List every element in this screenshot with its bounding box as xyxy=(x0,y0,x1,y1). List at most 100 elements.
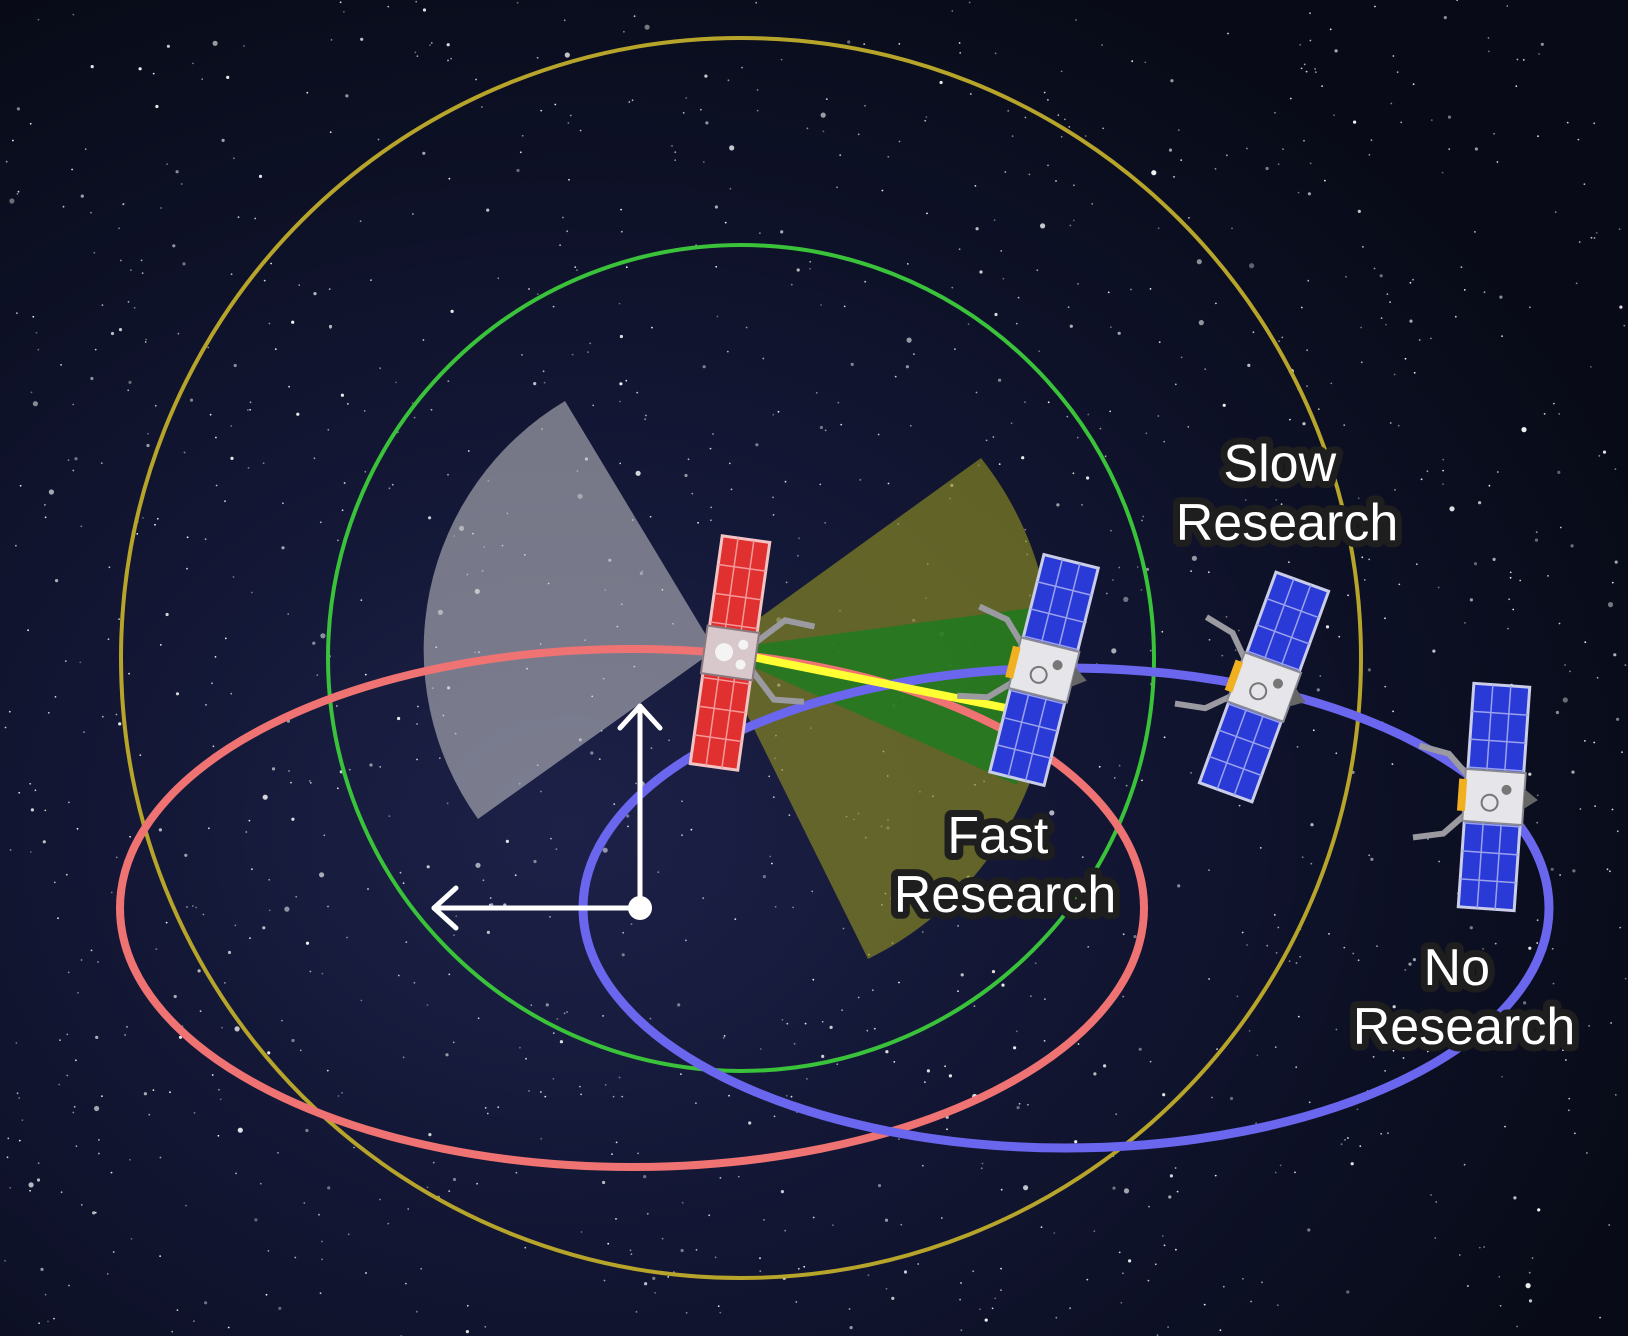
star xyxy=(319,521,322,524)
star xyxy=(1447,115,1452,119)
star xyxy=(128,672,131,675)
star xyxy=(1385,323,1387,326)
star xyxy=(550,837,552,840)
star xyxy=(364,673,367,676)
star xyxy=(1107,291,1110,294)
star xyxy=(90,211,92,214)
star xyxy=(1536,919,1539,922)
star xyxy=(15,544,17,547)
star xyxy=(224,500,226,503)
star xyxy=(98,1152,100,1155)
star xyxy=(1310,823,1314,827)
star xyxy=(1584,740,1586,742)
star xyxy=(1191,555,1197,561)
star xyxy=(1175,1248,1177,1251)
star xyxy=(1067,306,1070,309)
star xyxy=(57,917,59,920)
star xyxy=(1123,1188,1130,1194)
star xyxy=(144,341,147,343)
star xyxy=(773,1115,776,1118)
star xyxy=(282,502,284,505)
star xyxy=(44,504,46,506)
star xyxy=(411,402,414,404)
star xyxy=(159,1156,162,1159)
star xyxy=(1312,729,1315,732)
star xyxy=(319,1292,322,1295)
star xyxy=(1493,132,1495,135)
star xyxy=(413,416,416,419)
star xyxy=(809,267,811,270)
star xyxy=(619,382,623,386)
star xyxy=(1408,962,1412,966)
star xyxy=(1487,50,1490,53)
star xyxy=(1241,931,1244,934)
star xyxy=(1586,1152,1588,1154)
star xyxy=(1093,1072,1097,1076)
star xyxy=(719,1177,722,1179)
star xyxy=(1370,857,1374,861)
star xyxy=(630,923,633,925)
star xyxy=(708,1214,711,1217)
star xyxy=(126,1026,128,1028)
star xyxy=(850,362,854,366)
star xyxy=(1413,371,1416,374)
star xyxy=(644,24,650,30)
star xyxy=(1120,1301,1123,1304)
star xyxy=(130,269,132,271)
star xyxy=(734,918,737,920)
star xyxy=(784,1229,787,1232)
star xyxy=(921,1164,924,1167)
star xyxy=(992,436,995,438)
star xyxy=(1607,602,1614,608)
star xyxy=(141,272,144,275)
star xyxy=(233,157,235,160)
star xyxy=(359,220,362,223)
star xyxy=(416,758,418,761)
star xyxy=(957,990,959,993)
star xyxy=(1214,1174,1217,1177)
star xyxy=(592,404,595,407)
star xyxy=(1295,962,1298,964)
star xyxy=(1352,952,1355,955)
star xyxy=(1380,1132,1383,1135)
star xyxy=(399,871,402,874)
star xyxy=(263,279,266,282)
star xyxy=(716,315,719,318)
star xyxy=(680,1248,684,1253)
star xyxy=(580,1231,583,1233)
star xyxy=(521,354,523,356)
star xyxy=(1435,1201,1438,1203)
star xyxy=(477,1017,480,1020)
star xyxy=(1011,135,1014,138)
star xyxy=(615,1218,617,1220)
star xyxy=(552,1077,555,1080)
star xyxy=(416,723,418,725)
star xyxy=(1618,228,1621,231)
star xyxy=(1104,455,1107,458)
star xyxy=(898,43,901,45)
star xyxy=(1379,274,1383,278)
star xyxy=(1330,382,1333,385)
star xyxy=(1211,1096,1213,1099)
star xyxy=(857,133,860,136)
star xyxy=(448,177,451,180)
star xyxy=(1149,288,1152,290)
star xyxy=(268,909,271,912)
star xyxy=(74,457,78,461)
star xyxy=(756,89,759,91)
star xyxy=(16,312,18,314)
star xyxy=(1460,266,1463,268)
star xyxy=(347,1233,350,1236)
star xyxy=(759,1270,762,1273)
star xyxy=(1507,627,1509,630)
star xyxy=(379,1198,381,1201)
star xyxy=(1196,259,1202,265)
star xyxy=(1363,579,1366,581)
star xyxy=(1555,710,1559,715)
star xyxy=(939,80,943,85)
star xyxy=(1122,1272,1124,1275)
star xyxy=(1149,1060,1152,1063)
star xyxy=(1613,653,1617,657)
star xyxy=(475,78,477,81)
star xyxy=(1570,544,1574,548)
